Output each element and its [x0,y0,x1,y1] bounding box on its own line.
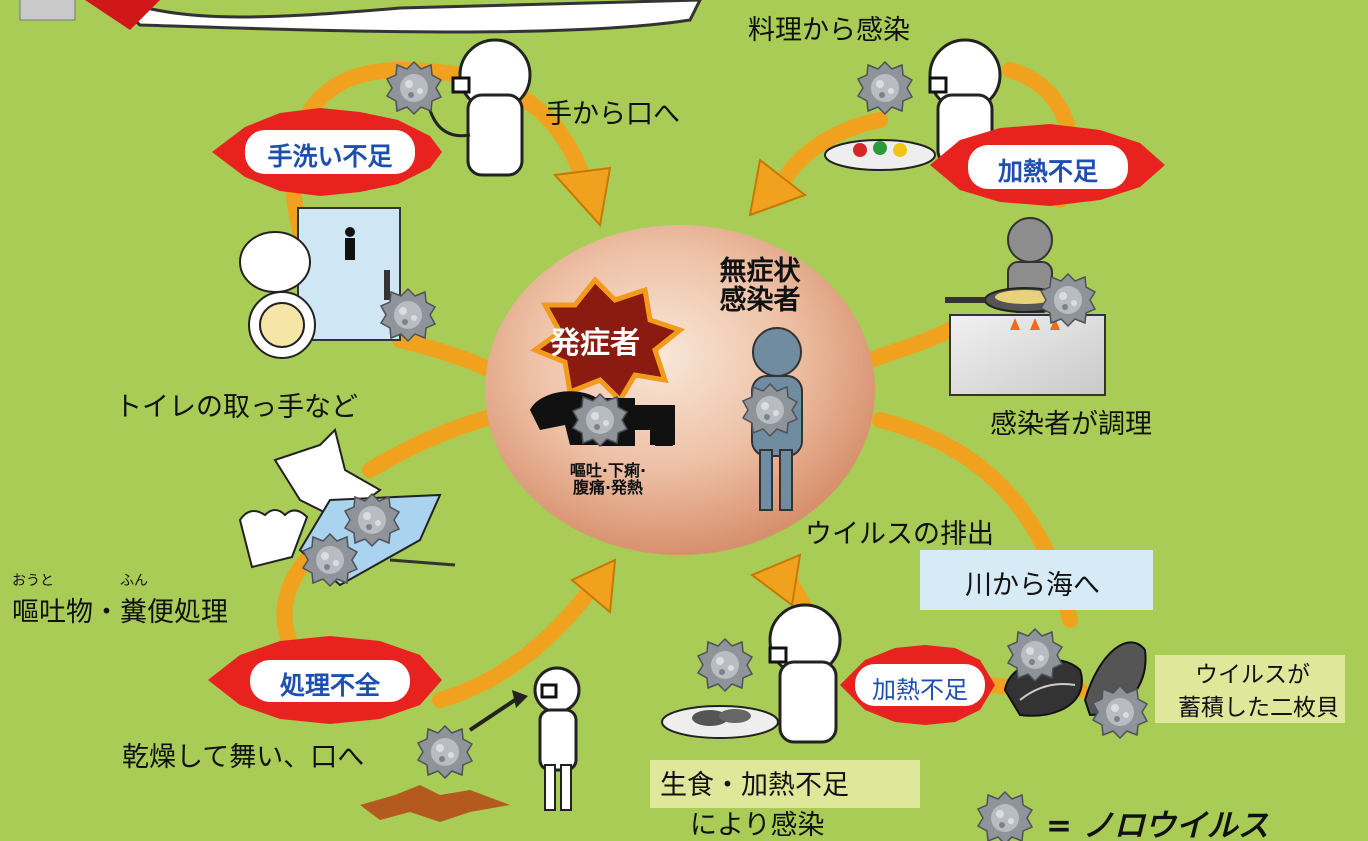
ruby-fun: ふん [120,573,148,589]
badge-insufficient-handwashing: 手洗い不足 [267,142,393,171]
label-infected-cook: 感染者が調理 [990,409,1152,440]
label-bivalve-1: ウイルスが [1195,662,1310,688]
label-virus-excretion: ウイルスの排出 [805,519,994,550]
virus-legend-icon [977,791,1033,841]
symptoms-label: 嘔吐·下痢· 腹痛·発熱 [548,462,668,497]
virus-icon [857,61,913,115]
infected-cook [945,217,1106,396]
badge-insufficient-heating-top: 加熱不足 [997,157,1098,186]
arrow-heads [552,158,808,614]
legend-norovirus: = ノロウイルス [1046,808,1269,841]
person-hand-to-mouth [428,38,532,177]
person-eating-oysters [661,603,842,744]
ruby-outo: おうと [12,573,54,589]
title-banner [19,0,702,34]
label-river-to-sea: 川から海へ [965,570,1100,601]
asymptomatic-line1: 無症状 [719,256,801,287]
asymptomatic-line2: 感染者 [719,285,801,317]
label-hand-to-mouth: 手から口へ [545,99,680,130]
virus-icon [417,725,473,779]
badge-symptomatic: 発症者 [550,326,640,361]
virus-icon [697,638,753,692]
label-vomit-feces: 嘔吐物・糞便処理 [12,597,228,628]
river-box [920,550,1153,610]
label-cooking-infection: 料理から感染 [748,15,910,46]
label-raw-food-2: により感染 [690,810,825,841]
toilet-room [239,207,401,359]
label-toilet-handles: トイレの取っ手など [115,392,358,423]
symptoms-line2: 腹痛·発熱 [572,478,644,498]
asymptomatic-label: 無症状 感染者 [700,257,820,315]
label-raw-food-1: 生食・加熱不足 [660,770,849,801]
symptoms-line1: 嘔吐·下痢· [569,461,647,480]
label-dry-airborne: 乾燥して舞い、口へ [122,742,365,773]
badge-incomplete-disposal: 処理不全 [279,671,380,700]
raw-food-label-box [650,760,920,808]
label-bivalve-2: 蓄積した二枚貝 [1178,695,1339,721]
badge-insufficient-heating-bottom: 加熱不足 [872,676,968,704]
bivalve-label-box [1155,655,1345,723]
person-airborne [360,666,581,822]
